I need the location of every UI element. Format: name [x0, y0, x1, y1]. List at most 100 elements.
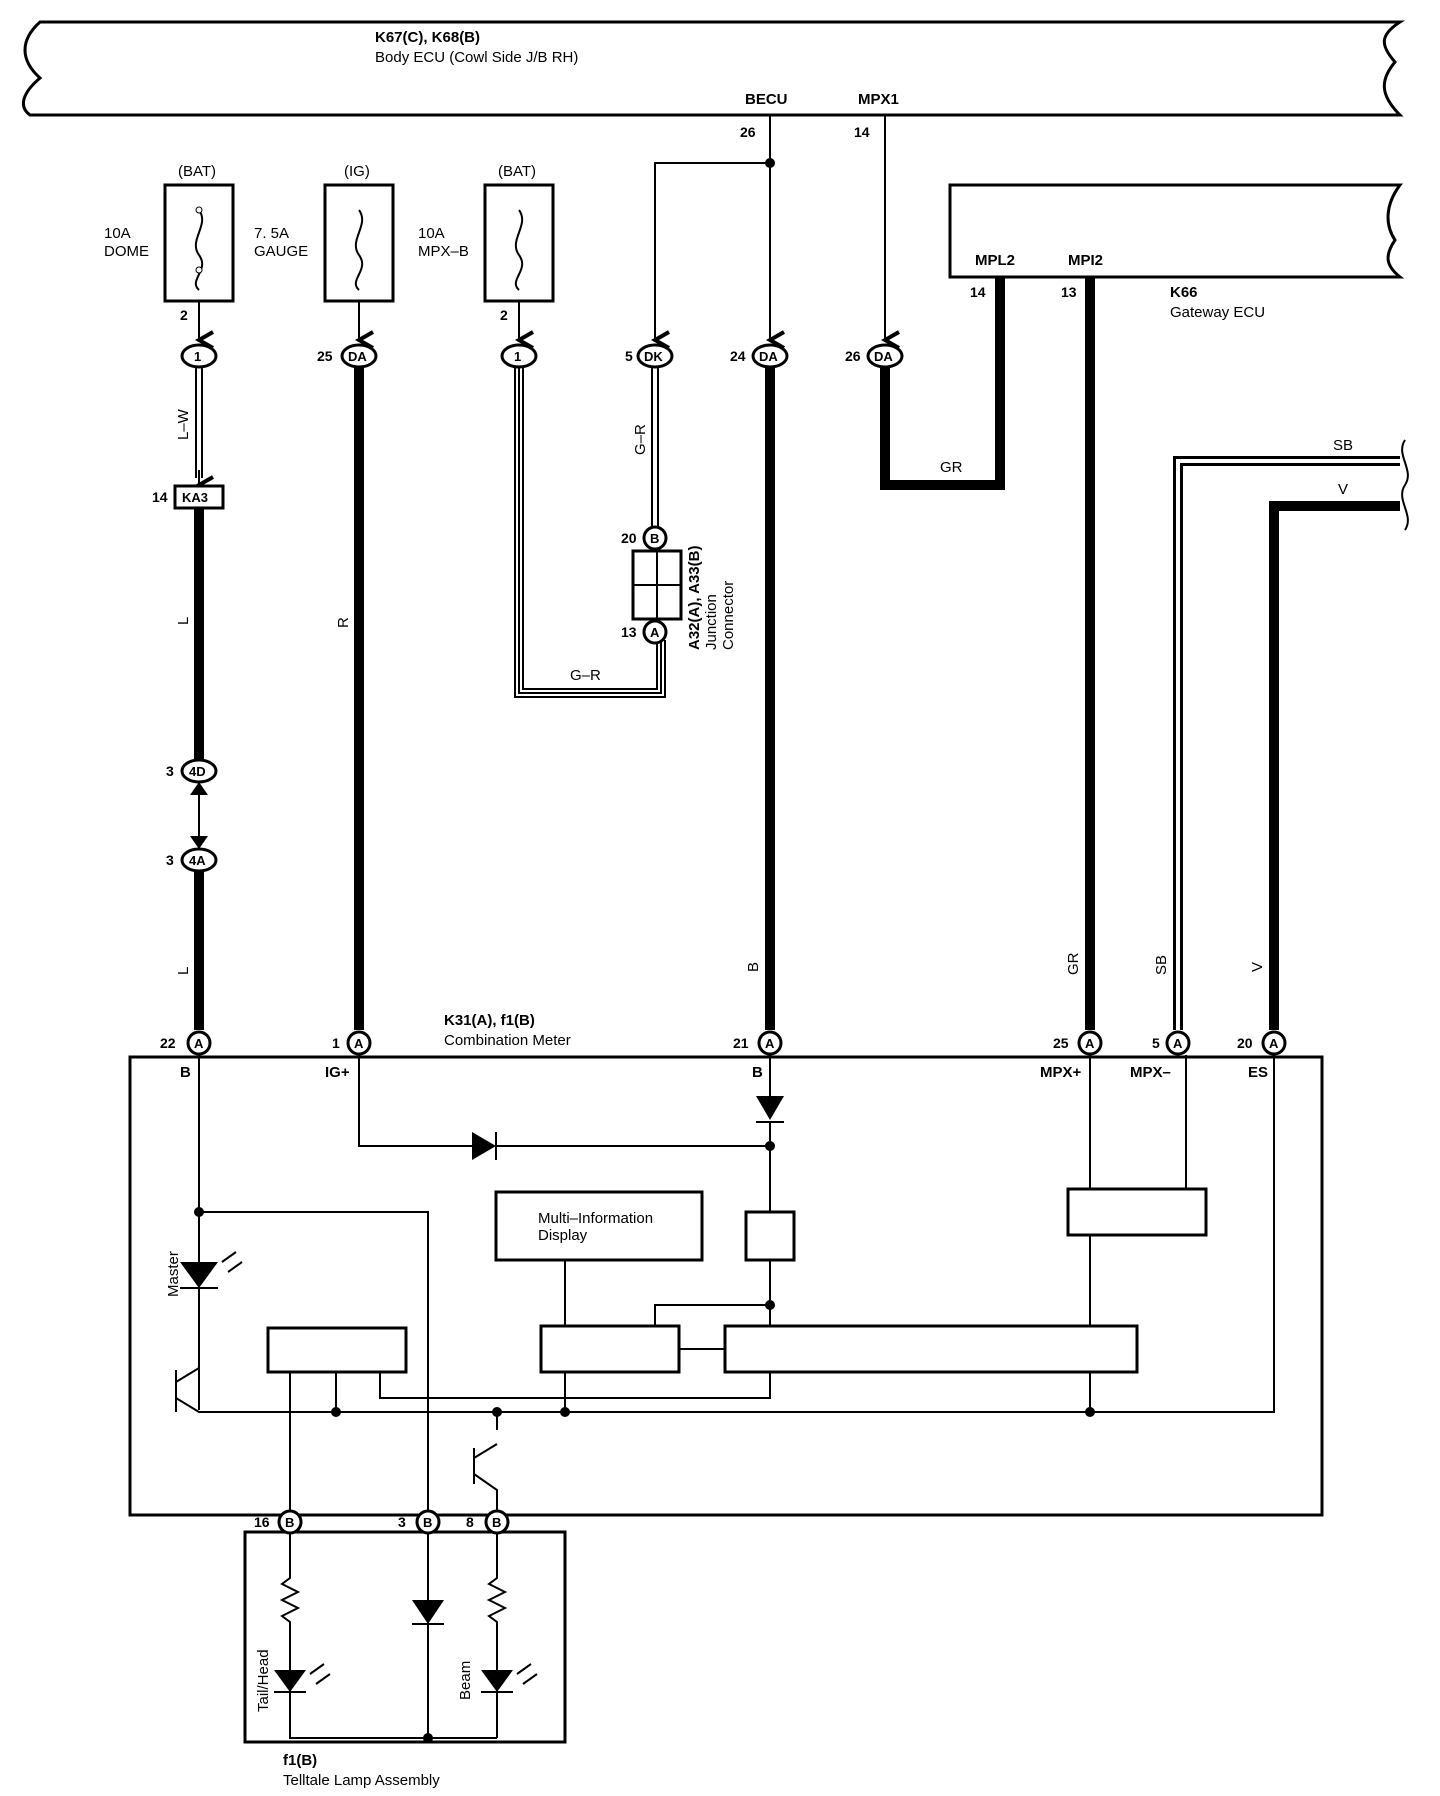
svg-text:Connector: Connector	[720, 581, 737, 650]
meter-block-driver	[266, 1326, 408, 1374]
svg-text:25: 25	[1053, 1035, 1069, 1051]
svg-text:KA3: KA3	[182, 490, 208, 505]
fuse-dome-rating: 10A	[104, 225, 131, 242]
svg-text:A: A	[354, 1036, 364, 1051]
meter-block-mpx	[1066, 1187, 1208, 1237]
wire-b: B	[745, 962, 762, 972]
wire-r: R	[335, 617, 352, 628]
svg-text:16: 16	[254, 1514, 270, 1530]
svg-text:A: A	[765, 1036, 775, 1051]
mpi2-pin: 13	[1061, 284, 1077, 300]
wire-l-upper: L	[175, 617, 192, 625]
svg-text:B: B	[180, 1064, 191, 1081]
fuse-dome: (BAT) 10A DOME 2	[104, 163, 235, 323]
svg-text:DA: DA	[759, 349, 778, 364]
wire-sb-meter: SB	[1153, 955, 1170, 975]
telltale-lamp-assembly: B 16 B 3 B 8 Tail/Head Beam f1(B) Tellta…	[243, 1509, 567, 1789]
meter-name: Combination Meter	[444, 1032, 571, 1049]
connector-1-dome	[180, 343, 218, 369]
svg-text:DA: DA	[874, 349, 893, 364]
connector-da-25	[340, 343, 378, 369]
svg-text:1: 1	[332, 1035, 340, 1051]
fuse-dome-name: DOME	[104, 243, 149, 260]
svg-text:3: 3	[398, 1514, 406, 1530]
svg-text:20: 20	[1237, 1035, 1253, 1051]
master-label: Master	[165, 1251, 182, 1297]
svg-text:24: 24	[730, 348, 746, 364]
body-ecu-title: K67(C), K68(B)	[375, 29, 480, 46]
svg-text:B: B	[423, 1515, 432, 1530]
mpx1-terminal: MPX1	[858, 91, 899, 108]
gateway-ecu: MPL2 MPI2 14 13 K66 Gateway ECU	[948, 183, 1405, 321]
svg-text:A: A	[1085, 1036, 1095, 1051]
tail-head-label: Tail/Head	[255, 1649, 272, 1712]
svg-text:4D: 4D	[189, 764, 206, 779]
junction-connector: B 20 A 13 A32(A), A33(B) Junction Connec…	[621, 525, 737, 650]
svg-text:1: 1	[194, 349, 201, 364]
svg-text:B: B	[492, 1515, 501, 1530]
svg-text:26: 26	[845, 348, 861, 364]
meter-pin-1: A 1 IG+	[325, 1030, 372, 1081]
fuse-mpxb-name: MPX–B	[418, 243, 469, 260]
meter-title: K31(A), f1(B)	[444, 1012, 535, 1029]
connector-da-24	[751, 343, 789, 369]
svg-text:5: 5	[1152, 1035, 1160, 1051]
svg-text:A: A	[650, 625, 660, 640]
svg-text:A: A	[1173, 1036, 1183, 1051]
wire-lw: L–W	[175, 408, 192, 440]
fuse-gauge-source: (IG)	[344, 163, 370, 180]
becu-terminal: BECU	[745, 91, 788, 108]
svg-text:13: 13	[621, 624, 637, 640]
beam-label: Beam	[457, 1661, 474, 1700]
meter-pin-25: A 25 MPX+	[1040, 1030, 1103, 1081]
connector-dk-5	[636, 343, 674, 369]
telltale-title: f1(B)	[283, 1752, 317, 1769]
svg-text:8: 8	[466, 1514, 474, 1530]
connector-4a	[180, 847, 218, 873]
telltale-name: Telltale Lamp Assembly	[283, 1772, 440, 1789]
fuse-gauge: (IG) 7. 5A GAUGE	[254, 163, 395, 303]
svg-text:14: 14	[152, 489, 168, 505]
svg-text:A: A	[194, 1036, 204, 1051]
svg-text:B: B	[650, 531, 659, 546]
svg-text:B: B	[752, 1064, 763, 1081]
wire-v-right: V	[1338, 481, 1348, 498]
svg-text:3: 3	[166, 763, 174, 779]
svg-text:3: 3	[166, 852, 174, 868]
becu-pin: 26	[740, 124, 756, 140]
svg-text:ES: ES	[1248, 1064, 1268, 1081]
fuse-mpx-b: (BAT) 10A MPX–B 2	[418, 163, 555, 323]
wire-gr-loop: GR	[940, 459, 963, 476]
wire-v-meter: V	[1249, 962, 1266, 972]
svg-text:21: 21	[733, 1035, 749, 1051]
mpl2-pin: 14	[970, 284, 986, 300]
connector-1-mpxb	[500, 343, 538, 369]
meter-pin-22: A 22 B	[160, 1030, 212, 1081]
connector-row: 1 DA 25 1 DK 5 DA 24 DA 26	[180, 343, 904, 369]
svg-text:DK: DK	[644, 349, 663, 364]
svg-text:20: 20	[621, 530, 637, 546]
mpi2-terminal: MPI2	[1068, 252, 1103, 269]
meter-block-regulator	[744, 1210, 796, 1262]
meter-pin-5: A 5 MPX–	[1130, 1030, 1191, 1081]
wire-gr-meter: GR	[1065, 952, 1082, 975]
svg-text:A: A	[1269, 1036, 1279, 1051]
fuse-dome-pin: 2	[180, 307, 188, 323]
svg-text:DA: DA	[348, 349, 367, 364]
svg-text:IG+: IG+	[325, 1064, 350, 1081]
wire-gr-bottom: G–R	[570, 667, 601, 684]
mpx1-pin: 14	[854, 124, 870, 140]
fuse-gauge-name: GAUGE	[254, 243, 308, 260]
svg-text:A32(A), A33(B): A32(A), A33(B)	[686, 546, 703, 650]
wire-sb-right: SB	[1333, 437, 1353, 454]
meter-block-cpu	[539, 1324, 681, 1374]
svg-text:22: 22	[160, 1035, 176, 1051]
body-ecu: K67(C), K68(B) Body ECU (Cowl Side J/B R…	[21, 20, 1406, 140]
combination-meter: K31(A), f1(B) Combination Meter A 22 B A…	[128, 1012, 1324, 1518]
connector-da-26	[866, 343, 904, 369]
mid-line2: Display	[538, 1227, 588, 1244]
body-ecu-name: Body ECU (Cowl Side J/B RH)	[375, 49, 578, 66]
mid-line1: Multi–Information	[538, 1210, 653, 1227]
svg-text:4A: 4A	[189, 853, 206, 868]
